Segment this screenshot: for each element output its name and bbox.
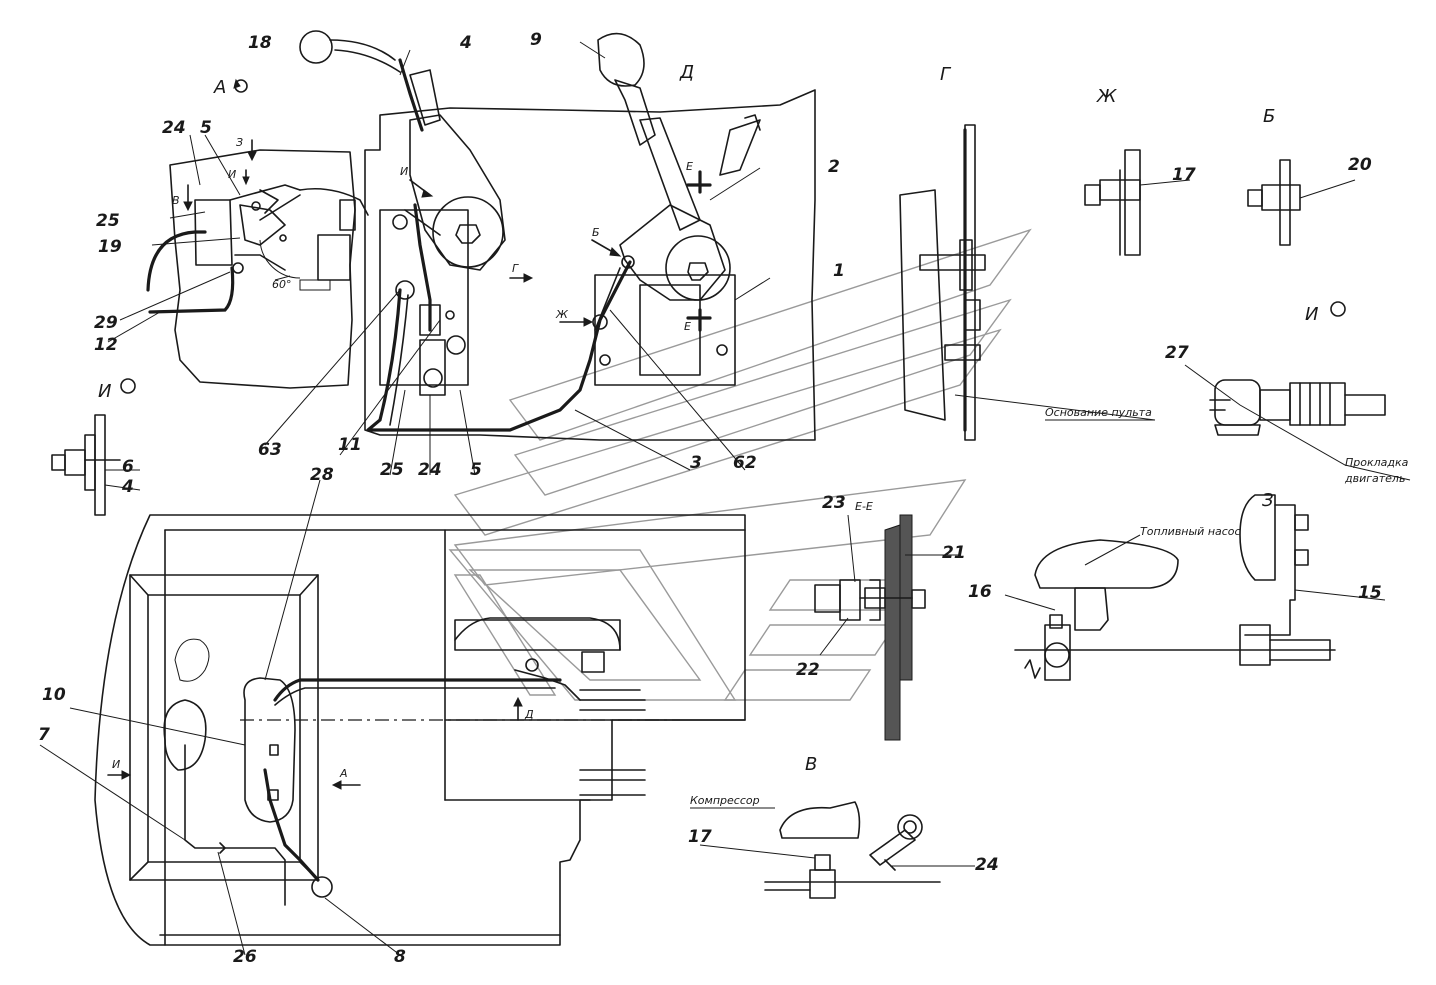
- angle-label: 60°: [272, 278, 292, 291]
- arrow-label-i-lever: И: [400, 165, 408, 178]
- callout-5-lower: 5: [470, 460, 482, 480]
- callout-18: 18: [248, 33, 272, 53]
- note-compressor: Компрессор: [690, 794, 760, 807]
- callout-21: 21: [942, 543, 966, 563]
- main-view-drawing: [39, 479, 746, 956]
- callout-8: 8: [394, 947, 406, 967]
- callout-27: 27: [1165, 343, 1189, 363]
- callout-7: 7: [38, 725, 50, 745]
- note-engine-gasket-1: Прокладка: [1345, 456, 1409, 469]
- arrow-label-i-lower: И: [112, 758, 120, 771]
- view-label-z-section: З: [1262, 490, 1274, 511]
- view-d-drawing: [264, 30, 816, 476]
- view-g-drawing: [899, 124, 1156, 441]
- callout-4-left: 4: [121, 477, 134, 497]
- arrow-label-v: В: [172, 194, 180, 207]
- view-label-g: Г: [940, 64, 952, 85]
- view-a-drawing: [107, 78, 369, 389]
- arrow-label-e-top: Е: [686, 160, 693, 173]
- callout-25-lower: 25: [380, 460, 404, 480]
- view-label-i-left: И: [98, 381, 111, 402]
- note-panel-base: Основание пульта: [1045, 406, 1152, 419]
- callout-3: 3: [690, 453, 702, 473]
- callout-62: 62: [733, 453, 757, 473]
- callout-24-top: 24: [162, 118, 186, 138]
- view-label-d: Д: [679, 62, 694, 83]
- callout-19: 19: [98, 237, 122, 257]
- view-labels: А Д Г Ж Б И И З В Е-Е: [98, 62, 1318, 775]
- callout-20: 20: [1348, 155, 1372, 175]
- arrow-label-e-bottom: Е: [684, 320, 691, 333]
- callout-numbers: 18 4 9 24 5 25 19 29 12 2 1 17 20 27 6 4…: [38, 30, 1382, 967]
- text-notes: Основание пульта Прокладка двигатель Топ…: [690, 406, 1409, 807]
- note-engine-gasket-2: двигатель: [1344, 472, 1405, 485]
- arrow-labels: З И В И Б Г Ж Е Е Д А И 60°: [112, 136, 693, 780]
- callout-23: 23: [822, 493, 846, 513]
- view-label-zh: Ж: [1096, 86, 1117, 107]
- arrow-label-b: Б: [592, 226, 600, 239]
- callout-24-right: 24: [975, 855, 999, 875]
- callout-22: 22: [796, 660, 820, 680]
- callout-4: 4: [459, 33, 472, 53]
- section-z-drawing: [1004, 494, 1386, 681]
- callout-28: 28: [310, 465, 334, 485]
- view-label-i-right: И: [1305, 304, 1318, 325]
- callout-11: 11: [338, 435, 362, 455]
- callout-17-lower: 17: [688, 827, 712, 847]
- callout-2: 2: [828, 157, 840, 177]
- view-i-right-drawing: [1184, 301, 1411, 481]
- section-v-drawing: [690, 801, 975, 899]
- note-fuel-tank: Топливный насос: [1140, 525, 1241, 538]
- callout-17-top: 17: [1172, 165, 1196, 185]
- section-ee-drawing: [814, 514, 960, 741]
- view-label-ee: Е-Е: [855, 500, 873, 513]
- callout-10: 10: [42, 685, 66, 705]
- callout-63: 63: [258, 440, 282, 460]
- view-label-v-section: В: [805, 754, 817, 775]
- callout-12: 12: [94, 335, 118, 355]
- callout-1: 1: [833, 261, 845, 281]
- arrow-label-i-upper: И: [228, 168, 236, 181]
- callout-5-top: 5: [200, 118, 212, 138]
- callout-15: 15: [1358, 583, 1382, 603]
- callout-25-left: 25: [96, 211, 120, 231]
- callout-9: 9: [530, 30, 542, 50]
- view-i-left-drawing: [51, 378, 141, 516]
- arrow-label-a: А: [339, 767, 348, 780]
- view-b-drawing: [1247, 159, 1356, 246]
- arrow-label-g: Г: [512, 262, 519, 275]
- callout-6: 6: [122, 457, 134, 477]
- view-label-b: Б: [1263, 106, 1275, 127]
- callout-16: 16: [968, 582, 992, 602]
- callout-29: 29: [94, 313, 118, 333]
- watermark-logo: [448, 228, 1032, 701]
- arrow-label-z: З: [236, 136, 243, 149]
- arrow-label-zh: Ж: [555, 308, 569, 321]
- view-zh-drawing: [1084, 149, 1191, 256]
- arrow-label-d: Д: [524, 708, 534, 721]
- view-label-a: А: [213, 77, 226, 98]
- callout-24-lower: 24: [418, 460, 442, 480]
- callout-26: 26: [233, 947, 257, 967]
